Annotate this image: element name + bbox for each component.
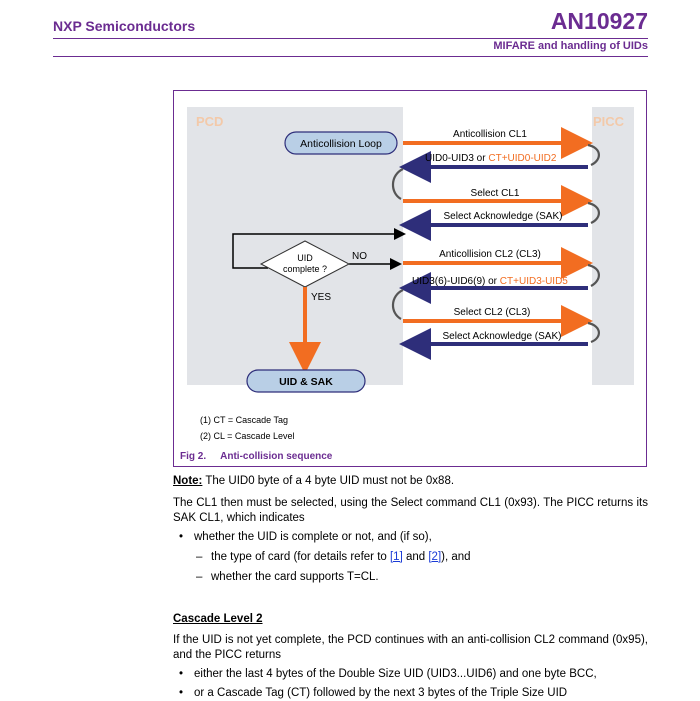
- anticollision-loop-label: Anticollision Loop: [300, 138, 382, 150]
- arrow-label-5: Anticollision CL2 (CL3): [439, 249, 541, 260]
- arrow-label-4: Select Acknowledge (SAK): [444, 211, 563, 222]
- figure-title: Anti-collision sequence: [220, 451, 333, 462]
- figure-caption: Fig 2. Anti-collision sequence: [180, 451, 332, 462]
- bullet-dot-3: •: [179, 687, 184, 699]
- figure-frame: [173, 90, 647, 467]
- section-heading: Cascade Level 2: [173, 613, 263, 625]
- header-rule-2: [53, 56, 648, 57]
- arrow-label-1: Anticollision CL1: [453, 129, 527, 140]
- pcd-label: PCD: [196, 114, 223, 129]
- bullet-dot: •: [179, 531, 184, 543]
- picc-panel: [592, 107, 634, 385]
- figure-note-1: (1) CT = Cascade Tag: [200, 415, 288, 425]
- arrow-uid-cl1: UID0-UID3 or CT+UID0-UID2: [399, 151, 588, 183]
- arrow-label-3: Select CL1: [471, 188, 520, 199]
- arrow-anticollision-cl1: Anticollision CL1: [403, 127, 593, 159]
- arrow-sak-cl1: Select Acknowledge (SAK): [399, 209, 588, 241]
- anticollision-loop-box: [284, 131, 398, 155]
- no-label: NO: [352, 251, 367, 262]
- ref-1-link[interactable]: [1]: [389, 551, 403, 563]
- figure-number: Fig 2.: [180, 451, 207, 462]
- arrow-select-cl2: Select CL2 (CL3): [403, 305, 593, 337]
- arrow-label-7: Select CL2 (CL3): [454, 307, 531, 318]
- paragraph-cl2: If the UID is not yet complete, the PCD …: [173, 634, 648, 661]
- arrow-label-6: UID3(6)-UID6(9) or CT+UID3-UID5: [412, 276, 568, 287]
- arrow-sak-cl2: Select Acknowledge (SAK): [399, 328, 588, 360]
- ref-2-link[interactable]: [2]: [428, 551, 442, 563]
- note-label: Note:: [173, 475, 203, 487]
- arrow-label-2: UID0-UID3 or CT+UID0-UID2: [425, 153, 557, 164]
- arrow-select-cl1: Select CL1: [403, 185, 593, 217]
- loop-back-arrow: [232, 228, 406, 269]
- bullet-uid-complete: whether the UID is complete or not, and …: [194, 531, 432, 543]
- arrow-uid-cl2: UID3(6)-UID6(9) or CT+UID3-UID5: [399, 272, 588, 304]
- yes-label: YES: [311, 292, 331, 303]
- uid-sak-box: [246, 369, 366, 393]
- picc-label: PICC: [593, 114, 625, 129]
- company-name: NXP Semiconductors: [53, 18, 196, 34]
- uid-complete-line2: complete ?: [283, 264, 327, 274]
- note-paragraph: Note: The UID0 byte of a 4 byte UID must…: [173, 474, 648, 489]
- pcd-turnaround-arrows: [391, 168, 404, 320]
- figure-note-2: (2) CL = Cascade Level: [200, 431, 295, 441]
- document-id: AN10927: [550, 8, 648, 34]
- bullet-dot-2: •: [179, 668, 184, 680]
- sub-bullet-tcl: whether the card supports T=CL.: [211, 571, 379, 583]
- dash-2: –: [196, 571, 203, 583]
- arrow-label-8: Select Acknowledge (SAK): [443, 331, 562, 342]
- dash-1: –: [196, 551, 203, 563]
- uid-complete-line1: UID: [297, 253, 313, 263]
- note-text: The UID0 byte of a 4 byte UID must not b…: [202, 475, 455, 487]
- arrow-anticollision-cl2: Anticollision CL2 (CL3): [403, 247, 593, 279]
- picc-turnaround-arrows: [587, 143, 600, 344]
- document-title: MIFARE and handling of UIDs: [493, 40, 648, 52]
- header-rule: [53, 38, 648, 39]
- sub-bullet-card-type: the type of card (for details refer to […: [211, 551, 471, 563]
- paragraph-cl1: The CL1 then must be selected, using the…: [173, 497, 648, 524]
- uid-sak-label: UID & SAK: [279, 376, 333, 388]
- bullet-double-size: either the last 4 bytes of the Double Si…: [194, 668, 597, 680]
